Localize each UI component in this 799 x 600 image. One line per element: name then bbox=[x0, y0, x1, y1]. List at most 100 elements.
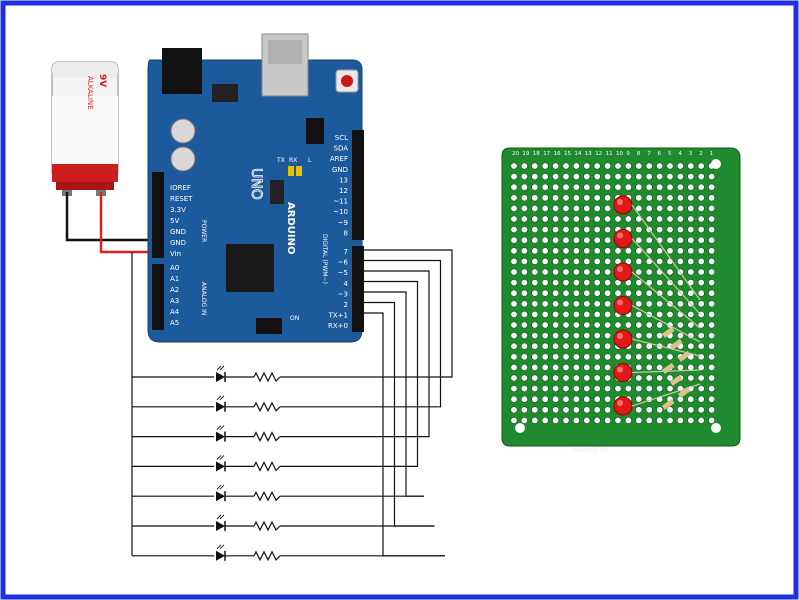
power-header-title: POWER bbox=[200, 220, 207, 242]
digital-header-bottom bbox=[352, 246, 364, 332]
pin-label: 4 bbox=[344, 280, 349, 288]
column-number: 20 bbox=[512, 151, 519, 157]
pin-label: ~5 bbox=[338, 269, 348, 277]
column-number: 3 bbox=[689, 151, 693, 157]
column-number: 10 bbox=[616, 151, 623, 157]
pin-label: IOREF bbox=[170, 184, 191, 192]
resistor-lead bbox=[631, 338, 701, 357]
pin-label: ~6 bbox=[338, 259, 349, 267]
battery-red-wire bbox=[99, 192, 160, 254]
pin-label: 12 bbox=[339, 187, 348, 195]
capacitor bbox=[170, 118, 196, 144]
led-symbol bbox=[216, 431, 225, 442]
pin-label: AREF bbox=[330, 155, 348, 163]
resistor-lead bbox=[631, 238, 701, 315]
pin-label: SDA bbox=[334, 145, 349, 153]
led bbox=[613, 363, 633, 382]
column-number: 18 bbox=[533, 151, 540, 157]
pin-label: GND bbox=[332, 166, 348, 174]
led bbox=[613, 396, 633, 416]
column-number: 13 bbox=[585, 151, 592, 157]
pin-label: TX+1 bbox=[328, 312, 348, 320]
pin-label: 2 bbox=[344, 301, 348, 309]
battery-9v: 9V ALKALINE bbox=[51, 61, 119, 196]
rx-label: RX bbox=[289, 157, 297, 164]
pin-label: RX+0 bbox=[328, 322, 348, 330]
tx-label: TX bbox=[276, 157, 285, 164]
pin-label: 13 bbox=[339, 176, 348, 184]
column-number: 12 bbox=[595, 151, 602, 157]
resistor-symbol bbox=[253, 550, 281, 562]
led bbox=[613, 296, 633, 315]
battery-black-wire bbox=[65, 192, 160, 242]
column-number: 7 bbox=[647, 151, 651, 157]
led bbox=[613, 262, 633, 282]
microcontroller-chip bbox=[226, 244, 274, 292]
signal-wire bbox=[364, 259, 442, 408]
column-number: 6 bbox=[658, 151, 662, 157]
led-symbol bbox=[216, 521, 225, 531]
pin-label: 7 bbox=[344, 248, 348, 256]
pin-label: A0 bbox=[170, 264, 179, 272]
resistor-symbol bbox=[253, 490, 281, 502]
column-number: 2 bbox=[699, 151, 703, 157]
pin-label: GND bbox=[170, 239, 186, 247]
column-number: 5 bbox=[668, 151, 672, 157]
l-label: L bbox=[308, 157, 312, 164]
pin-label: 3.3V bbox=[170, 206, 186, 214]
pin-label: 5V bbox=[170, 217, 179, 225]
protoboard-holes bbox=[510, 162, 716, 424]
column-number: 15 bbox=[564, 151, 571, 157]
pin-label: A1 bbox=[170, 275, 179, 283]
arduino-uno-board: TX RX L ARDUINO UNO ON IOREF RESET 3.3V 5V G… bbox=[147, 33, 364, 343]
signal-wire bbox=[364, 270, 430, 438]
pin-label: RESET bbox=[170, 195, 193, 203]
resistor bbox=[669, 338, 683, 350]
column-number: 19 bbox=[522, 151, 529, 157]
pin-label: ~10 bbox=[333, 208, 348, 216]
led-symbol bbox=[216, 461, 225, 472]
power-jack bbox=[162, 48, 202, 94]
column-number: 14 bbox=[574, 151, 581, 157]
resistor-symbol bbox=[253, 371, 281, 383]
pin-label: 8 bbox=[344, 229, 348, 237]
column-number: 1 bbox=[710, 151, 714, 157]
resistor-lead bbox=[631, 204, 701, 301]
resistor bbox=[661, 326, 675, 338]
digital-header-title: DIGITAL (PWM~) bbox=[321, 234, 328, 284]
pin-label: A5 bbox=[170, 319, 179, 327]
led-symbol bbox=[216, 372, 225, 382]
resistor-lead bbox=[631, 271, 701, 329]
arduino-brand-label: ARDUINO bbox=[285, 202, 296, 254]
led-symbol bbox=[216, 401, 225, 412]
resistor bbox=[669, 374, 683, 386]
pin-label: A3 bbox=[170, 297, 179, 305]
column-number: 4 bbox=[678, 151, 682, 157]
on-label: ON bbox=[290, 315, 299, 322]
pin-label: A2 bbox=[170, 286, 179, 294]
resistor bbox=[677, 386, 691, 398]
resistor-lead bbox=[631, 304, 701, 343]
pin-label: GND bbox=[170, 228, 186, 236]
led bbox=[613, 195, 633, 215]
power-header bbox=[152, 172, 164, 258]
column-number: 9 bbox=[626, 151, 630, 157]
arduino-model-label: UNO bbox=[248, 168, 264, 200]
protoboard-resistors bbox=[631, 204, 701, 410]
resistor-symbol bbox=[253, 401, 281, 413]
resistor bbox=[661, 398, 675, 410]
led bbox=[613, 229, 633, 248]
resistor-lead bbox=[631, 369, 701, 374]
led-symbol bbox=[216, 550, 225, 561]
column-number: 8 bbox=[637, 151, 641, 157]
signal-wire bbox=[364, 280, 419, 467]
resistor-symbol bbox=[253, 431, 281, 442]
pin-label: A4 bbox=[170, 308, 180, 316]
analog-header-title: ANALOG IN bbox=[200, 282, 207, 315]
